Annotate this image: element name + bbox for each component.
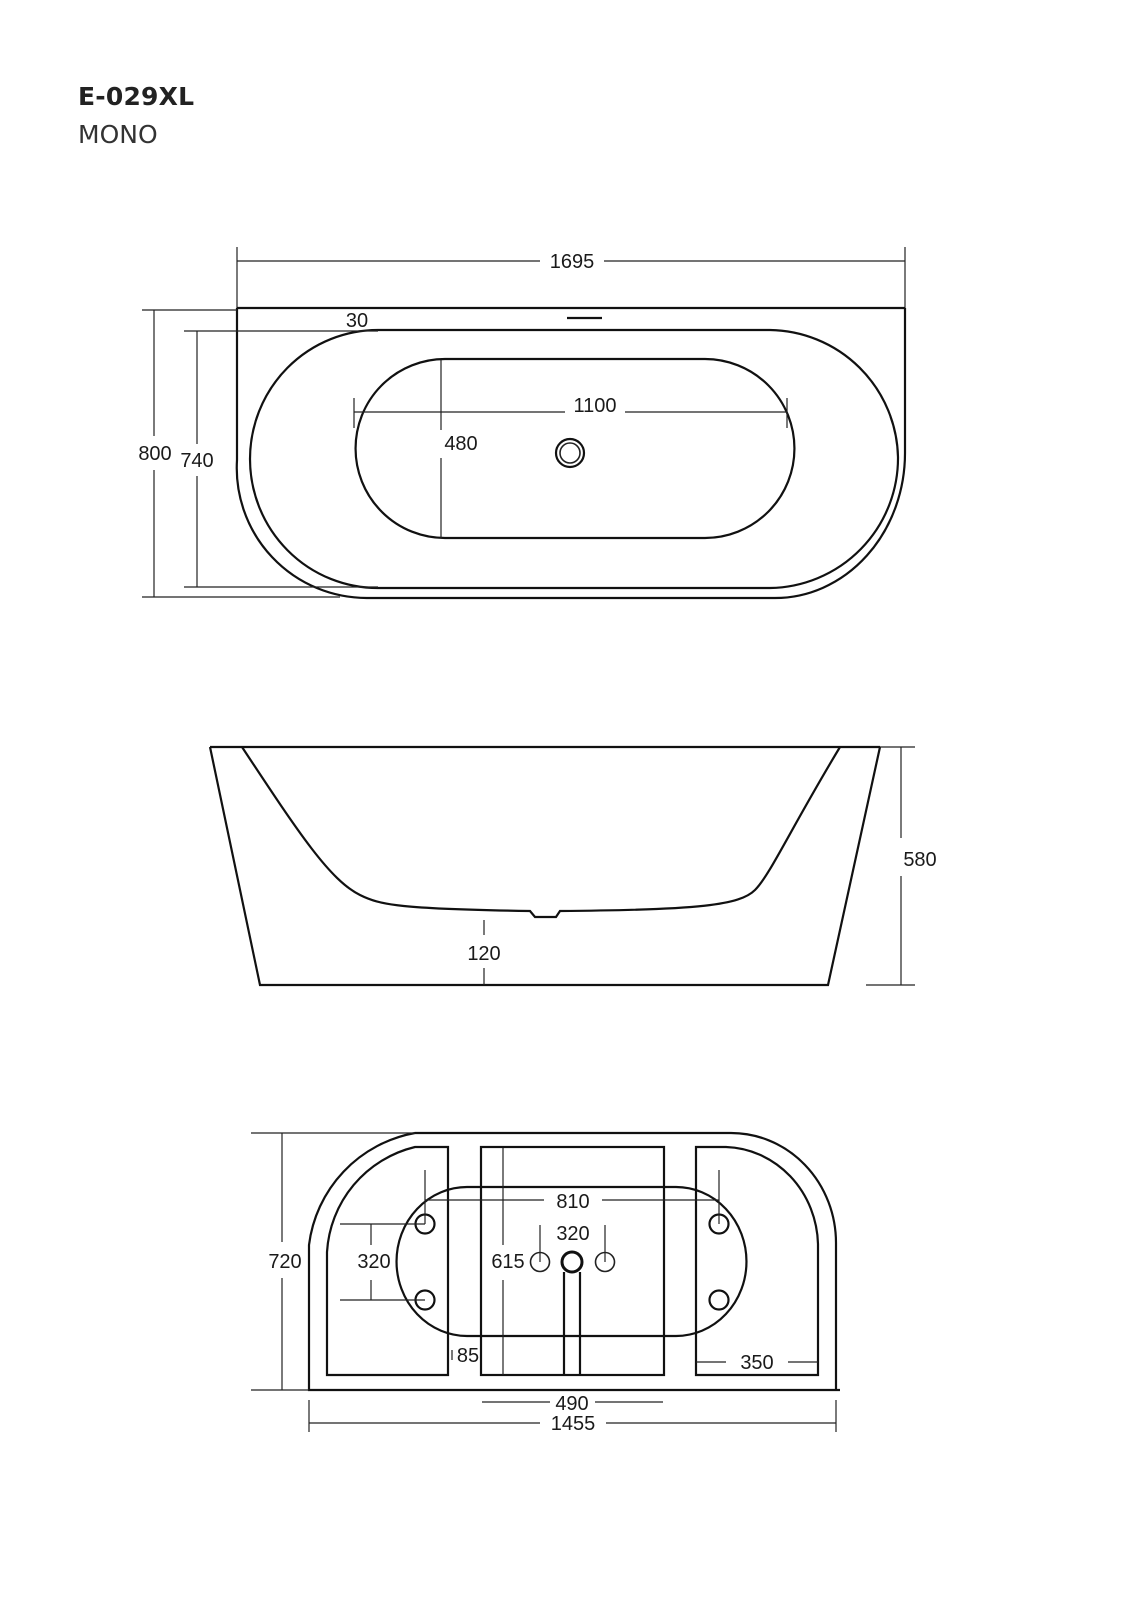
side-view: 120 580	[208, 745, 937, 987]
dim-right-bay: 350	[740, 1352, 773, 1374]
base-view: 720 320 615 810 320 85 350 490	[251, 1131, 840, 1435]
dim-hole-spacing-left: 320	[357, 1251, 390, 1273]
model-number: E-029XL	[78, 82, 195, 111]
top-view: 1695 800 740 30 1100 480	[138, 247, 907, 600]
dim-overall-length: 1695	[550, 251, 595, 273]
dim-hole-center-span: 810	[556, 1191, 589, 1213]
dim-floor-height: 120	[467, 943, 500, 965]
dim-drain-offset: 615	[491, 1251, 524, 1273]
dim-base-depth: 720	[268, 1251, 301, 1273]
dim-basin-width: 480	[444, 433, 477, 455]
dim-basin-length: 1100	[573, 395, 616, 417]
dim-center-bay: 490	[555, 1393, 588, 1415]
dim-base-length: 1455	[551, 1413, 596, 1435]
dim-valve-spacing: 320	[556, 1223, 589, 1245]
title-block: E-029XL MONO	[78, 80, 194, 152]
dim-rim-offset: 30	[346, 310, 368, 332]
dim-gap: 85	[457, 1345, 479, 1367]
model-variant: MONO	[78, 120, 158, 149]
dim-height: 580	[903, 849, 936, 871]
dim-inner-width: 740	[180, 450, 213, 472]
dim-overall-width: 800	[138, 443, 171, 465]
